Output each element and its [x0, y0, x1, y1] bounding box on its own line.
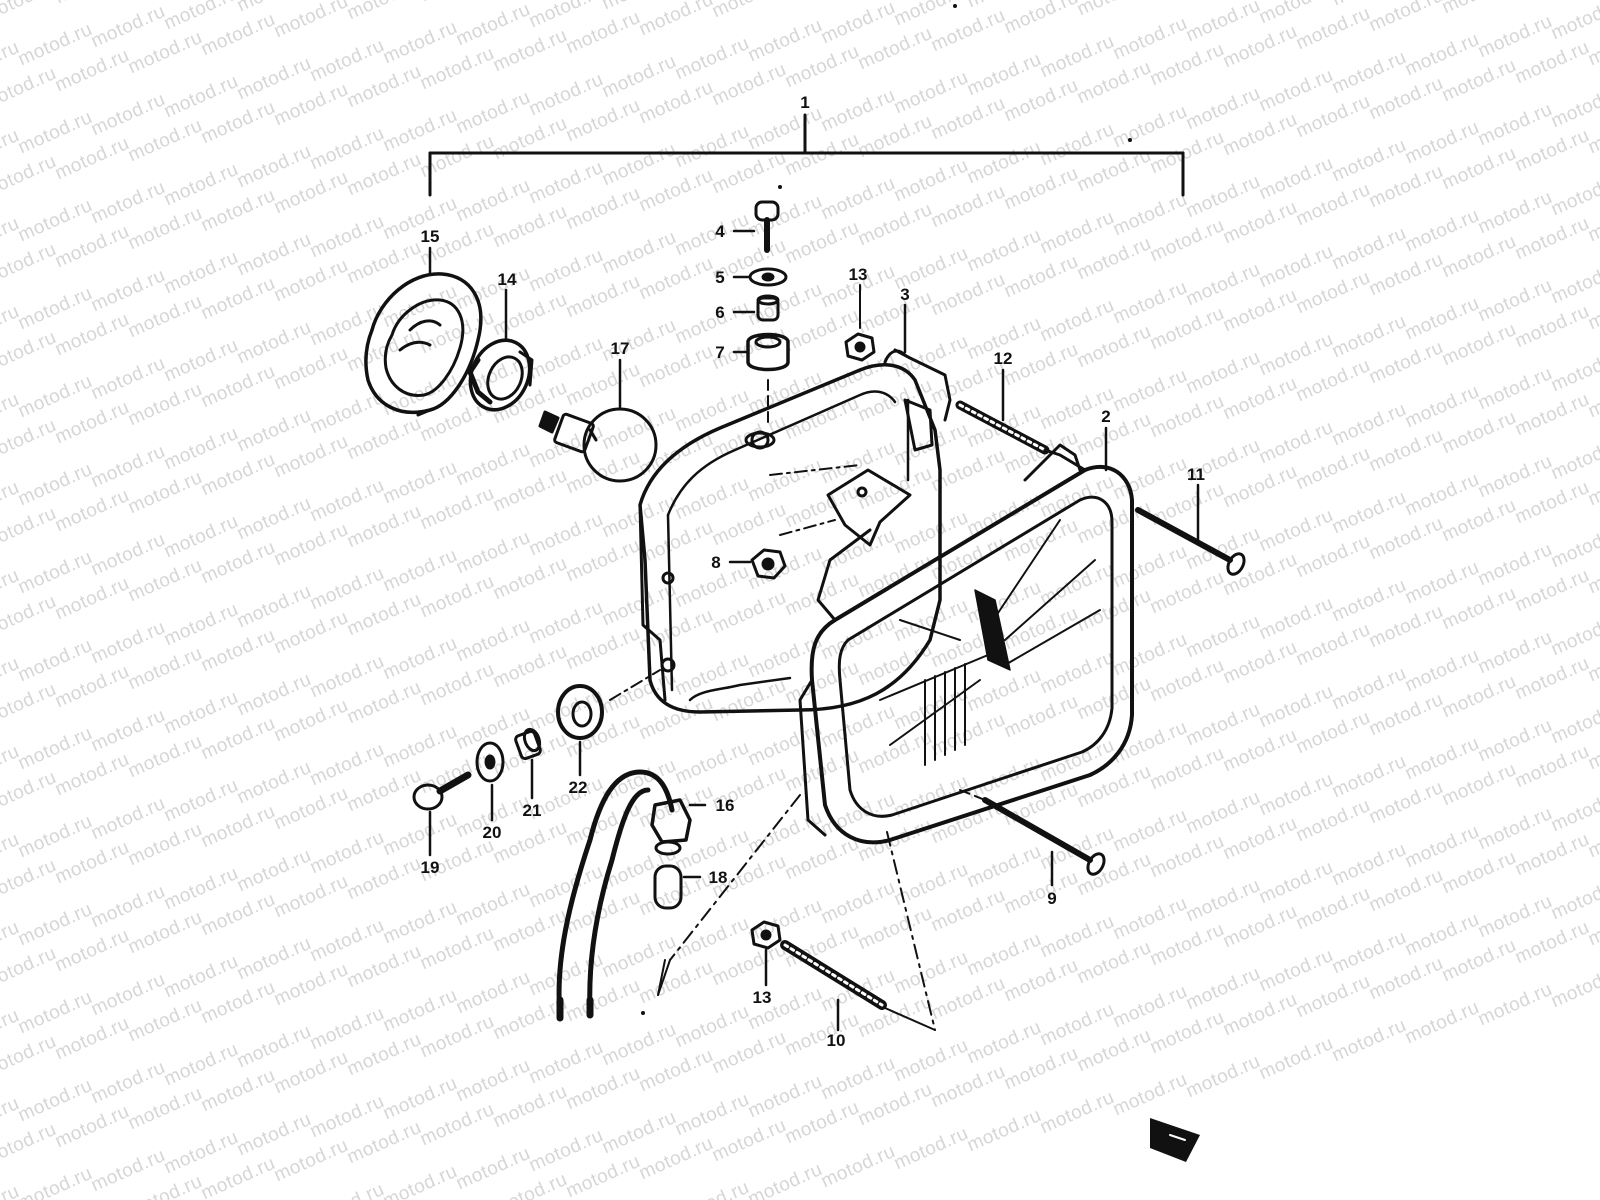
callout-18: 18: [709, 868, 728, 887]
nut-part-13-upper: [844, 284, 876, 362]
callout-12: 12: [994, 349, 1013, 368]
callout-16: 16: [716, 796, 735, 815]
callout-7: 7: [715, 343, 724, 362]
callout-2: 2: [1101, 407, 1110, 426]
small-bulb-part-18: [653, 864, 683, 910]
sealed-beam-unit-part-2: [798, 443, 1134, 845]
callout-4: 4: [715, 222, 725, 241]
headlamp-housing-part: [609, 348, 952, 714]
callout-3: 3: [900, 285, 909, 304]
grommet-part-22: [556, 684, 604, 740]
callout-22: 22: [569, 778, 588, 797]
lamp-socket-part-16: [556, 769, 692, 1022]
callout-19: 19: [421, 858, 440, 877]
assembly-bracket: [428, 113, 1185, 197]
reference-lines: [657, 794, 936, 1031]
headlamp-bulb-part: [538, 407, 658, 483]
screw-stack-parts: [746, 200, 790, 426]
socket-ring-part: [467, 338, 534, 412]
collar-part-21: [514, 727, 542, 761]
callout-6: 6: [715, 303, 724, 322]
callout-11: 11: [1187, 465, 1205, 484]
screw-part-19: [412, 771, 472, 811]
callout-leaders: [428, 229, 1200, 1032]
callout-9: 9: [1047, 889, 1056, 908]
callout-17: 17: [611, 339, 630, 358]
callout-labels: 1 2 3 4 5 6 7 8 9 10 11 12 13 13 14 15 1…: [421, 93, 1205, 1050]
callout-5: 5: [715, 268, 724, 287]
nut-part-8: [750, 548, 787, 580]
washer-part-20: [475, 741, 505, 783]
adjusting-screw-part-10: [780, 940, 887, 1010]
rim-ring-part: [364, 272, 483, 417]
adjusting-screw-part-12: [955, 400, 1050, 455]
scan-specks: [641, 4, 1132, 1015]
screw-part-9: [959, 789, 1106, 876]
callout-10: 10: [827, 1031, 846, 1050]
callout-13-upper: 13: [849, 265, 868, 284]
callout-13-lower: 13: [753, 988, 772, 1007]
callout-1: 1: [800, 93, 809, 112]
nut-part-13-lower: [750, 920, 782, 950]
callout-20: 20: [483, 823, 502, 842]
screw-part-11: [1135, 507, 1246, 576]
front-arrow-icon: [1150, 1118, 1200, 1162]
callout-15: 15: [421, 227, 440, 246]
callout-8: 8: [711, 553, 720, 572]
callout-21: 21: [523, 801, 542, 820]
callout-14: 14: [498, 270, 517, 289]
